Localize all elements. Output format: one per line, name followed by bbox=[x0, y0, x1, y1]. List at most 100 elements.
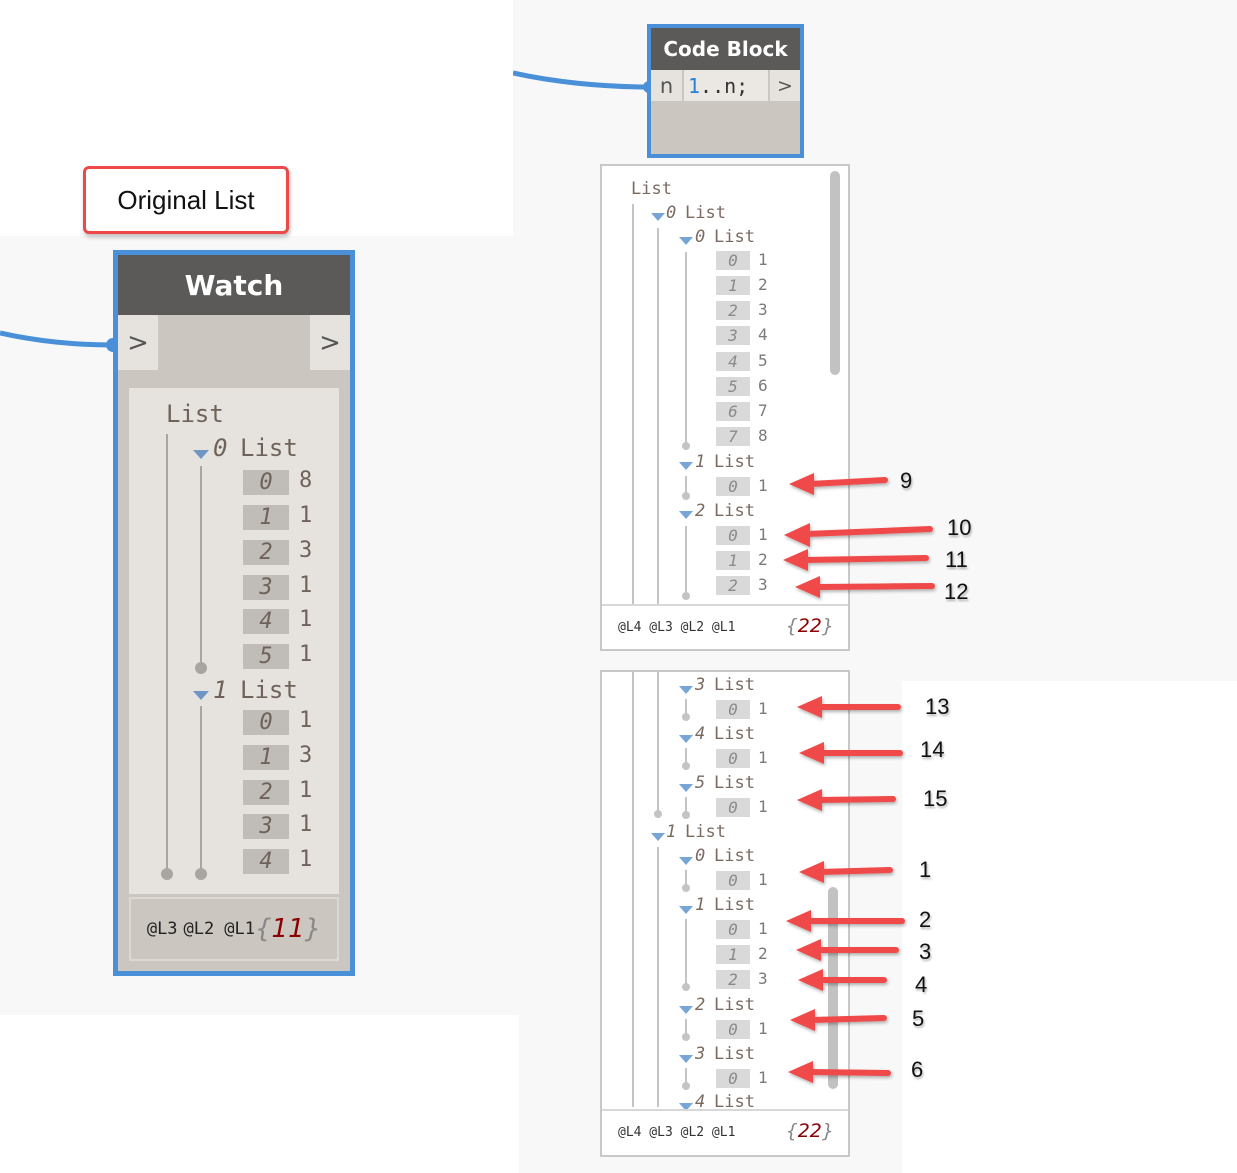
item-value: 1 bbox=[299, 607, 313, 632]
code-block-node[interactable]: Code Block n 1..n; > bbox=[647, 24, 804, 158]
tree-line bbox=[685, 1068, 687, 1084]
item-index: 4 bbox=[716, 352, 750, 371]
collapse-icon[interactable] bbox=[679, 237, 693, 245]
list-index: 4 bbox=[695, 724, 706, 744]
wire-connector-left[interactable] bbox=[0, 300, 120, 360]
item-value: 1 bbox=[758, 1068, 768, 1087]
annotation-label: 10 bbox=[947, 515, 972, 540]
count-brace-close: } bbox=[821, 1120, 834, 1142]
tree-end-dot bbox=[682, 1082, 690, 1090]
collapse-icon[interactable] bbox=[679, 784, 693, 792]
item-index: 2 bbox=[716, 301, 750, 320]
watch-node-title[interactable]: Watch bbox=[118, 255, 350, 315]
wire-connector-top[interactable] bbox=[513, 60, 653, 100]
level-l2[interactable]: @L2 bbox=[183, 919, 215, 939]
list-label: List bbox=[714, 895, 755, 915]
tree-line-l1 bbox=[632, 672, 634, 1107]
sublist-1-label: List bbox=[240, 676, 298, 704]
level-l1[interactable]: @L1 bbox=[224, 919, 255, 939]
annotation-label: 14 bbox=[920, 737, 945, 762]
item-index: 2 bbox=[716, 576, 750, 595]
tree-end-dot bbox=[682, 983, 690, 991]
collapse-icon[interactable] bbox=[679, 906, 693, 914]
watch-preview-tree[interactable]: List 0 List 0 8 1 1 2 3 3 1 4 1 5 1 bbox=[129, 388, 339, 894]
collapse-icon[interactable] bbox=[679, 1103, 693, 1111]
input-port[interactable]: > bbox=[118, 315, 158, 370]
level-indicators[interactable]: @L4 @L3 @L2 @L1 bbox=[618, 1125, 736, 1140]
level-indicators[interactable]: @L4 @L3 @L2 @L1 bbox=[618, 620, 736, 635]
annotation-label: 1 bbox=[919, 857, 932, 882]
watch-node-body: > > List 0 List 0 8 1 1 2 3 3 1 4 1 5 bbox=[118, 315, 350, 971]
item-value: 1 bbox=[758, 476, 768, 495]
collapse-icon[interactable] bbox=[679, 735, 693, 743]
tree-line bbox=[685, 252, 687, 444]
list-label: List bbox=[714, 1092, 755, 1112]
tree-end-dot bbox=[161, 868, 173, 880]
item-value: 1 bbox=[758, 1019, 768, 1038]
item-value: 3 bbox=[758, 969, 768, 988]
item-value: 1 bbox=[299, 812, 313, 837]
item-value: 1 bbox=[758, 797, 768, 816]
item-value: 3 bbox=[299, 743, 313, 768]
collapse-icon[interactable] bbox=[651, 833, 665, 841]
output-port[interactable]: > bbox=[310, 315, 350, 370]
code-editor[interactable]: 1..n; bbox=[684, 70, 768, 101]
output-port[interactable]: > bbox=[770, 70, 800, 101]
item-value: 7 bbox=[758, 401, 768, 420]
collapse-icon[interactable] bbox=[679, 1006, 693, 1014]
preview-panel-top[interactable]: List 0 List 0 List 0 1 1 2 2 3 3 4 4 5 5… bbox=[600, 164, 850, 651]
item-index: 2 bbox=[243, 780, 289, 805]
list-label: List bbox=[685, 822, 726, 842]
collapse-icon[interactable] bbox=[679, 1055, 693, 1063]
watch-node[interactable]: Watch > > List 0 List 0 8 1 1 2 3 3 1 4 … bbox=[113, 250, 355, 976]
list-index: 5 bbox=[695, 773, 706, 793]
tree-line bbox=[685, 919, 687, 985]
list-index: 0 bbox=[695, 227, 706, 247]
tree-end-dot bbox=[195, 868, 207, 880]
item-index: 1 bbox=[716, 551, 750, 570]
collapse-icon[interactable] bbox=[193, 450, 209, 459]
code-block-title[interactable]: Code Block bbox=[651, 28, 800, 70]
item-index: 0 bbox=[716, 749, 750, 768]
collapse-icon[interactable] bbox=[679, 462, 693, 470]
item-value: 1 bbox=[758, 919, 768, 938]
tree-line bbox=[685, 797, 687, 813]
tree-line bbox=[685, 870, 687, 886]
tree-end-dot bbox=[682, 811, 690, 819]
collapse-icon[interactable] bbox=[651, 213, 665, 221]
level-l3[interactable]: @L3 bbox=[146, 919, 178, 939]
count-brace-close: } bbox=[821, 615, 834, 637]
item-index: 5 bbox=[716, 377, 750, 396]
item-index: 0 bbox=[716, 477, 750, 496]
sublist-0-label: List bbox=[240, 434, 298, 462]
item-value: 3 bbox=[758, 300, 768, 319]
annotation-label: 9 bbox=[900, 468, 913, 493]
list-index: 1 bbox=[666, 822, 677, 842]
collapse-icon[interactable] bbox=[679, 857, 693, 865]
preview-panel-bottom[interactable]: 3 List 0 1 4 List 0 1 5 List 0 1 1 List … bbox=[600, 670, 850, 1157]
input-port-n[interactable]: n bbox=[651, 70, 682, 101]
list-index: 0 bbox=[695, 846, 706, 866]
item-count-wrapper: {22} bbox=[786, 1120, 834, 1142]
vertical-scrollbar[interactable] bbox=[828, 887, 838, 1089]
item-value: 1 bbox=[299, 708, 313, 733]
list-label: List bbox=[714, 724, 755, 744]
vertical-scrollbar[interactable] bbox=[830, 171, 840, 375]
collapse-icon[interactable] bbox=[679, 511, 693, 519]
sublist-0-index: 0 bbox=[213, 434, 228, 462]
annotation-label: 5 bbox=[912, 1006, 925, 1031]
count-brace-close: } bbox=[304, 914, 322, 944]
item-value: 1 bbox=[299, 847, 313, 872]
collapse-icon[interactable] bbox=[193, 691, 209, 700]
count-brace-open: { bbox=[785, 1120, 798, 1142]
root-list-label: List bbox=[166, 400, 224, 428]
tree-line bbox=[685, 748, 687, 764]
tree-end-dot bbox=[682, 884, 690, 892]
list-index: 3 bbox=[695, 1044, 706, 1064]
collapse-icon[interactable] bbox=[679, 686, 693, 694]
item-value: 3 bbox=[299, 538, 313, 563]
item-value: 2 bbox=[758, 550, 768, 569]
tree-line bbox=[685, 699, 687, 715]
item-value: 2 bbox=[758, 275, 768, 294]
list-index: 2 bbox=[695, 501, 706, 521]
